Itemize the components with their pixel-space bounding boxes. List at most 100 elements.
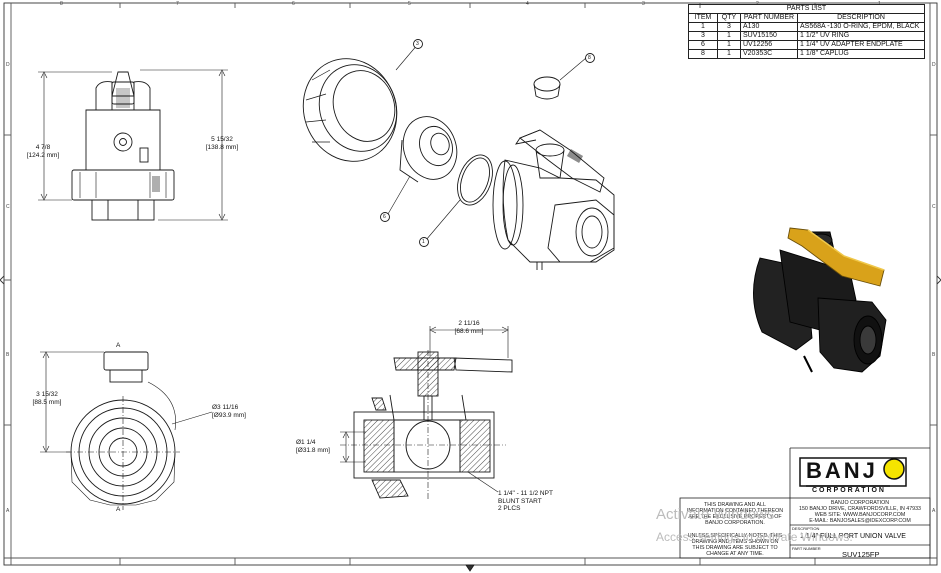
thread-note-line: BLUNT START [498,497,542,505]
company-web: WEB SITE: WWW.BANJOCORP.COM [814,512,906,518]
row-label-c-right: C [932,204,936,210]
dim-value-mm: [Ø93.9 mm] [212,411,246,419]
part-number-label: PART NUMBER [792,546,821,551]
description-label: DESCRIPTION [792,526,820,531]
row-label-c: C [6,204,10,210]
cell-qty: 1 [717,31,741,41]
cell-item: 3 [688,31,718,41]
dim-height-front: 4 7/8 [124.2 mm] [20,144,66,159]
thread-note-line: 1 1/4" - 11 1/2 NPT [498,490,553,497]
iso-render [753,227,887,373]
col-label-3: 3 [642,1,645,7]
row-label-d: D [6,62,10,68]
balloon-8: 8 [588,55,591,61]
row-label-d-right: D [932,62,936,68]
dim-value-mm: [138.8 mm] [205,143,239,151]
notice-line: CHANGE AT ANY TIME. [706,551,764,557]
balloon-3: 3 [416,41,419,47]
dim-value: Ø3 11/16 [212,404,239,411]
col-label-7: 7 [176,1,179,7]
row-label-b: B [6,352,10,358]
thread-note-line: 2 PLCS [498,505,521,512]
dim-handle-width: 2 11/16 [68.6 mm] [446,320,492,335]
company-info: BANJO CORPORATION 150 BANJO DRIVE, CRAWF… [792,500,928,524]
cell-description: 1 1/4" UV ADAPTER ENDPLATE [797,40,925,50]
cell-part-number: SUV15150 [740,31,798,41]
row-label-b-right: B [932,352,936,358]
notice-line: INFORMATION CONTAINED THEREON [686,508,784,514]
activate-windows-watermark: Activate Windows [656,506,774,523]
banjo-logo [799,457,907,487]
company-address: 150 BANJO DRIVE, CRAWFORDSVILLE, IN 4793… [799,506,921,512]
col-label-8: 8 [60,1,63,7]
row-label-a-right: A [932,508,936,514]
notice-line: BANJO CORPORATION. [705,520,765,526]
cell-part-number: UV12256 [740,40,798,50]
watermark-title: Activate Windows [656,506,775,523]
section-label-bottom: A [116,506,121,513]
section-view [340,326,513,500]
dim-diameter-end: Ø3 11/16 [Ø93.9 mm] [212,404,246,419]
balloon-6: 6 [383,214,386,220]
dim-height-side: 5 15/32 [138.8 mm] [198,136,246,151]
dim-value: 5 15/32 [211,136,233,143]
cell-item: 1 [688,22,718,32]
cell-qty: 3 [717,22,741,32]
parts-list-title: PARTS LIST [688,4,925,14]
dim-height-end: 3 15/32 [88.5 mm] [24,391,70,406]
change-notice: UNLESS SPECIFICALLY NOTED, THIS DRAWING … [682,533,788,557]
company-email: E-MAIL: BANJOSALES@IDEXCORP.COM [809,518,911,524]
cell-part-number: V20353C [740,49,798,59]
cell-description: AS568A -130 O-RING, EPDM, BLACK [797,22,925,32]
dim-value: 2 11/16 [458,320,480,327]
dim-value-mm: [68.6 mm] [454,327,484,335]
table-row: 3 1 SUV15150 1 1/2" UV RING [688,31,925,41]
notice-line: THIS DRAWING AND ALL [704,502,766,508]
part-number-value: SUV125FP [842,550,880,559]
notice-line: DRAWING AND ITEMS SHOWN ON [691,539,779,545]
exploded-view [302,39,615,270]
description-value: 1 1/4" FULL PORT UNION VALVE [800,533,906,540]
dim-value: 3 15/32 [36,391,58,398]
company-name: BANJO CORPORATION [830,500,890,506]
dim-value-mm: [Ø31.8 mm] [296,446,330,454]
cell-item: 8 [688,49,718,59]
cell-qty: 1 [717,49,741,59]
table-row: 1 3 A130 AS568A -130 O-RING, EPDM, BLACK [688,22,925,32]
col-label-6: 6 [292,1,295,7]
cell-item: 6 [688,40,718,50]
table-row: 8 1 V20353C 1 1/8" CAPLUG [688,49,925,59]
col-header-qty: QTY [717,13,741,23]
row-label-a: A [6,508,10,514]
cell-part-number: A130 [740,22,798,32]
title-block-frame [679,447,931,559]
table-row: 6 1 UV12256 1 1/4" UV ADAPTER ENDPLATE [688,40,925,50]
cell-description: 1 1/8" CAPLUG [797,49,925,59]
col-header-item: ITEM [688,13,718,23]
cell-qty: 1 [717,40,741,50]
activate-windows-hint: Access settings to activate Windows. [656,530,940,544]
col-header-description: DESCRIPTION [797,13,925,23]
front-view [38,69,228,221]
col-header-part-number: PART NUMBER [740,13,798,23]
balloon-1: 1 [422,239,425,245]
cell-description: 1 1/2" UV RING [797,31,925,41]
section-label-top: A [116,342,121,349]
dim-value-mm: [88.5 mm] [32,398,62,406]
logo-subtext: CORPORATION [812,487,886,494]
dim-value: Ø1 1/4 [296,439,316,446]
col-label-4: 4 [526,1,529,7]
end-view [40,351,213,510]
dim-value: 4 7/8 [35,144,51,151]
notice-line: ARE THE EXCLUSIVE PROPERTY OF [688,514,782,520]
logo-text: BANJ [806,458,878,483]
ownership-notice: THIS DRAWING AND ALL INFORMATION CONTAIN… [682,502,788,526]
notice-line: THIS DRAWING ARE SUBJECT TO [692,545,778,551]
thread-note: 1 1/4" - 11 1/2 NPT BLUNT START 2 PLCS [498,490,553,513]
parts-list-table: PARTS LIST ITEM QTY PART NUMBER DESCRIPT… [688,4,925,59]
col-label-5: 5 [408,1,411,7]
dim-bore: Ø1 1/4 [Ø31.8 mm] [296,439,330,454]
watermark-subtitle: Access settings to activate Windows. [656,530,853,544]
